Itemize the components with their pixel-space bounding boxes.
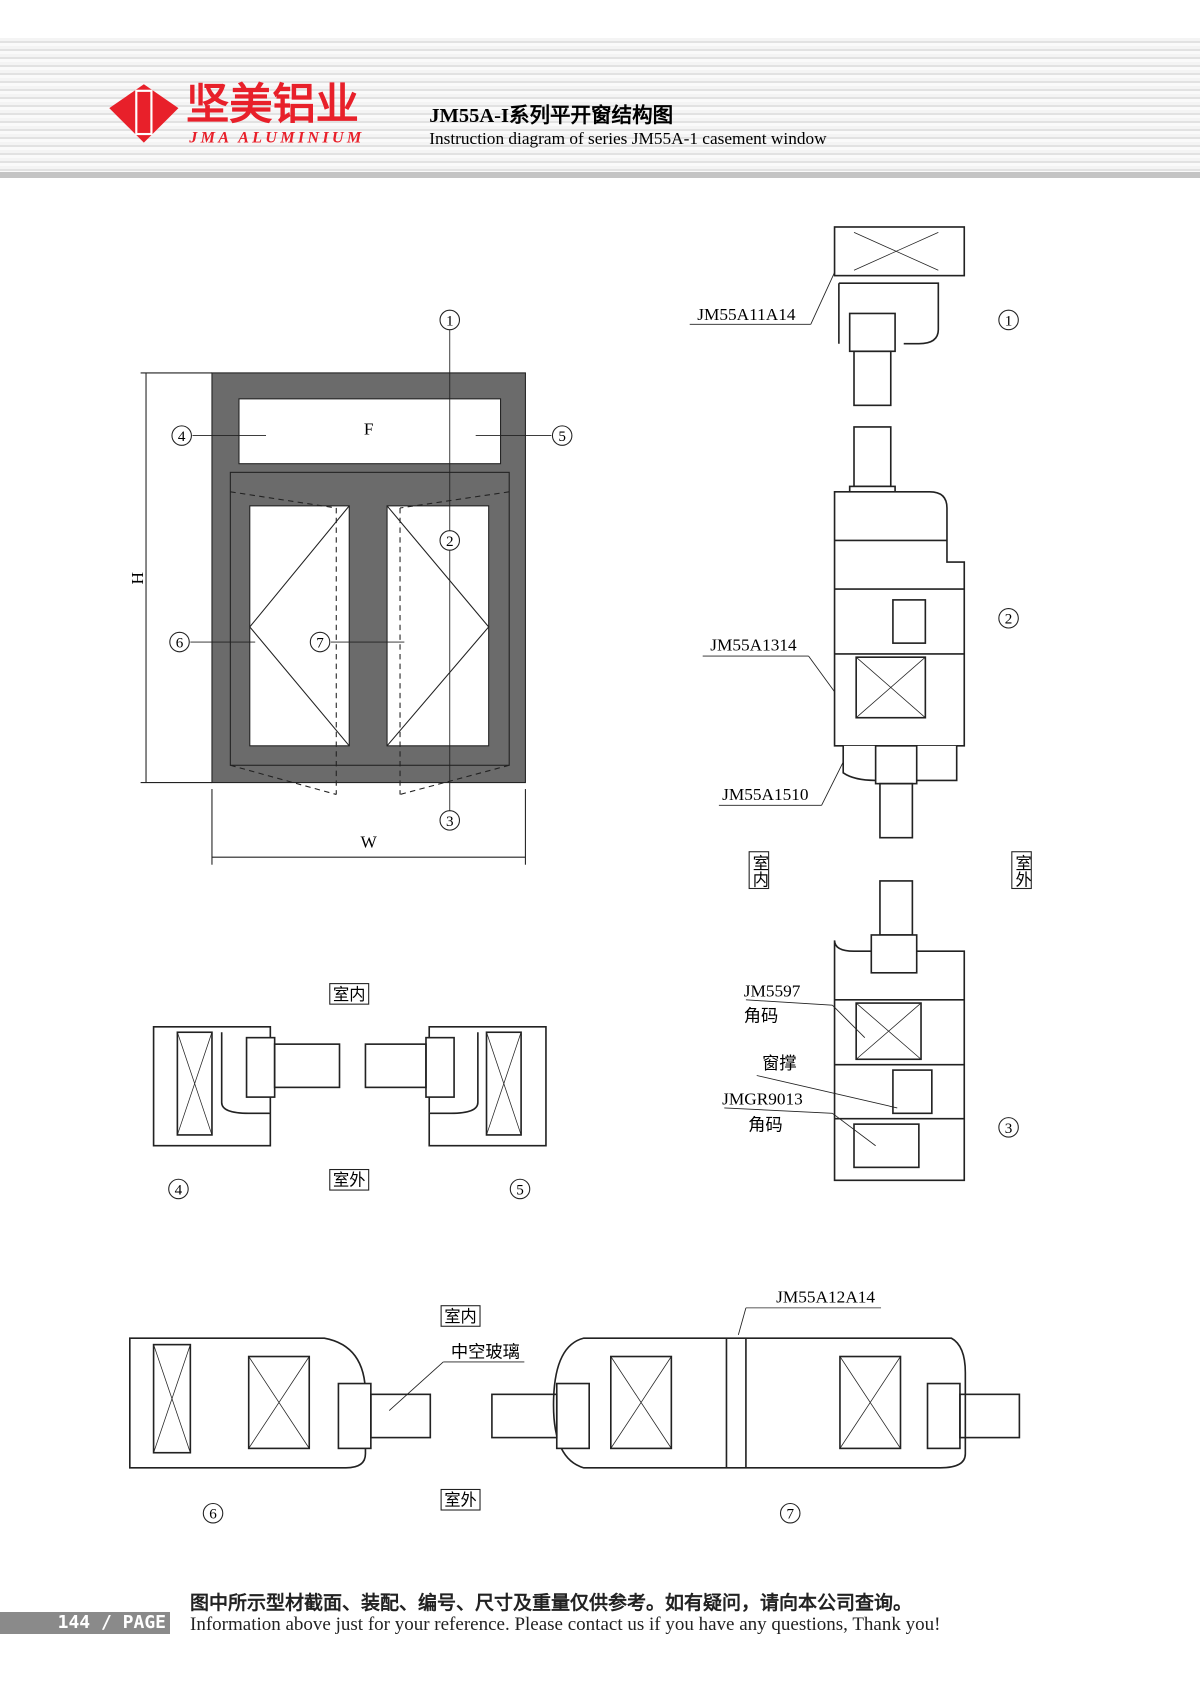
indoor-text: 室内 <box>750 855 769 888</box>
footer-note-cn: 图中所示型材截面、装配、编号、尺寸及重量仅供参考。如有疑问，请向本公司查询。 <box>190 1592 913 1614</box>
fixed-pane-label: F <box>364 420 374 439</box>
section-marker-7: 7 <box>309 631 331 653</box>
part-label-jm55a1314: JM55A1314 <box>710 636 797 655</box>
leader-lines <box>388 272 898 1411</box>
brand-logo: 坚美铝业 JMA ALUMINIUM <box>109 81 364 147</box>
insulated-glass-label: 中空玻璃 <box>451 1343 520 1362</box>
section-marker-number: 2 <box>446 534 454 550</box>
section-marker-number: 5 <box>516 1182 524 1198</box>
part-label-jm55a12a14: JM55A12A14 <box>776 1287 875 1306</box>
section-marker-5: 5 <box>509 1178 531 1200</box>
window-elevation <box>140 329 552 865</box>
section-marker-number: 7 <box>786 1507 794 1523</box>
indoor-text: 室内 <box>444 1308 476 1326</box>
part-label-jm5597: JM5597 <box>744 982 801 1001</box>
section-marker-1: 1 <box>998 309 1019 331</box>
outdoor-side-label: 室外 <box>1011 851 1032 890</box>
indoor-side-label: 室内 <box>748 851 770 890</box>
section-marker-2: 2 <box>439 530 461 551</box>
section-marker-1: 1 <box>439 309 461 331</box>
vertical-section <box>833 226 966 1182</box>
section-marker-7: 7 <box>779 1502 801 1524</box>
section-marker-number: 3 <box>1005 1121 1013 1137</box>
section-marker-2: 2 <box>998 608 1019 629</box>
indoor-text: 室内 <box>333 986 365 1004</box>
window-stay-label: 窗撑 <box>762 1054 797 1073</box>
page-title-en: Instruction diagram of series JM55A-1 ca… <box>429 129 827 148</box>
footer-note-en: Information above just for your referenc… <box>190 1614 941 1635</box>
height-label: H <box>128 572 147 584</box>
section-marker-6: 6 <box>169 631 190 653</box>
section-marker-4: 4 <box>171 425 192 446</box>
corner-bracket-label-1: 角码 <box>744 1006 779 1025</box>
section-marker-number: 1 <box>446 313 454 329</box>
section-marker-number: 6 <box>209 1507 217 1523</box>
section-marker-number: 7 <box>316 635 324 651</box>
section-6-7 <box>129 1337 1021 1469</box>
brand-name-cn: 坚美铝业 <box>186 81 359 129</box>
indoor-side-label: 室内 <box>329 983 370 1005</box>
indoor-outdoor-labels: 室内室外室内室外室内室外 <box>329 851 1032 1511</box>
section-marker-3: 3 <box>998 1117 1019 1138</box>
section-marker-number: 6 <box>176 635 184 651</box>
outdoor-side-label: 室外 <box>329 1168 370 1191</box>
section-marker-number: 3 <box>446 814 454 830</box>
section-marker-5: 5 <box>551 425 573 446</box>
section-marker-3: 3 <box>439 810 461 831</box>
outdoor-text: 室外 <box>1013 855 1032 887</box>
section-marker-number: 2 <box>1005 612 1013 628</box>
width-label: W <box>361 832 378 851</box>
section-marker-number: 1 <box>1005 313 1013 329</box>
outdoor-text: 室外 <box>444 1492 476 1510</box>
section-marker-number: 5 <box>558 429 566 445</box>
part-label-jmgr9013: JMGR9013 <box>722 1090 803 1109</box>
outdoor-text: 室外 <box>333 1172 365 1190</box>
logo-diamond-icon <box>109 84 179 143</box>
section-marker-4: 4 <box>168 1178 189 1200</box>
indoor-side-label: 室内 <box>440 1305 481 1327</box>
page-title-cn: JM55A-I系列平开窗结构图 <box>429 103 673 127</box>
section-marker-number: 4 <box>175 1182 183 1198</box>
outdoor-side-label: 室外 <box>440 1488 481 1511</box>
section-marker-6: 6 <box>202 1502 224 1524</box>
corner-bracket-label-2: 角码 <box>748 1116 783 1135</box>
section-markers: 1 2 3 4 5 6 7 1 2 3 4 5 6 7 <box>168 309 1019 1524</box>
part-label-jm55a11a14: JM55A11A14 <box>697 305 796 324</box>
section-marker-number: 4 <box>178 429 186 445</box>
part-label-jm55a1510: JM55A1510 <box>722 785 808 804</box>
brand-name-en: JMA ALUMINIUM <box>188 129 364 147</box>
page-number: 144 / PAGE <box>0 1612 170 1634</box>
header-band <box>0 38 1200 178</box>
section-4-5 <box>152 1026 547 1147</box>
